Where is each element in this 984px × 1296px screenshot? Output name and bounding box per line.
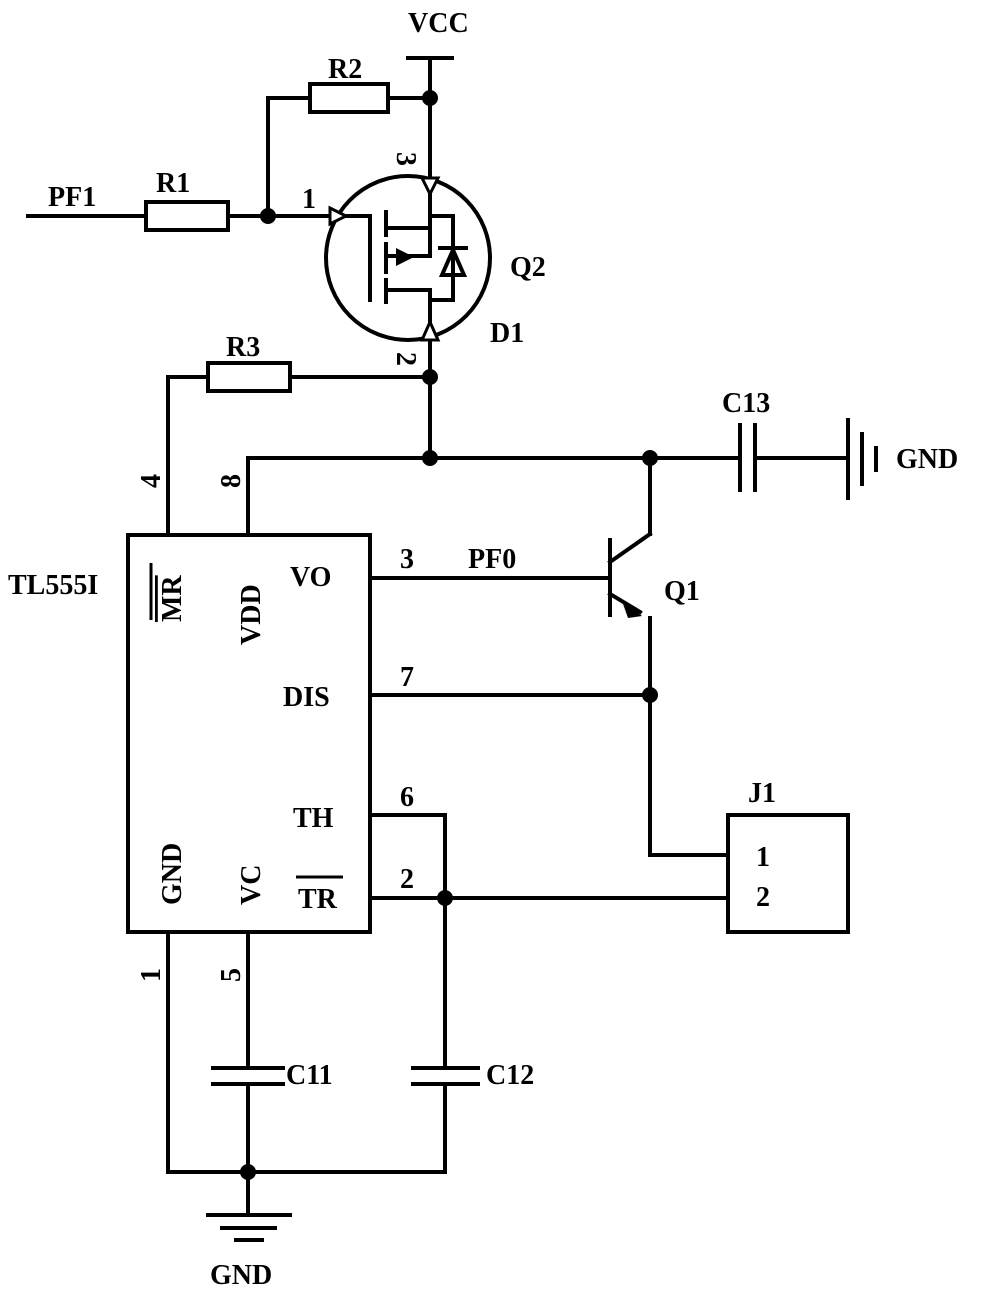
label-r3: R3 <box>226 332 260 363</box>
pin-num-dis: 7 <box>400 662 414 693</box>
label-d1: D1 <box>490 318 524 349</box>
pin-num-gnd: 1 <box>136 968 167 982</box>
pin-name-vo: VO <box>290 562 331 593</box>
emitter-arrow-icon <box>622 601 642 618</box>
label-c12: C12 <box>486 1060 534 1091</box>
pin-name-tr: TR <box>298 884 338 915</box>
pin-name-mr: MR <box>157 575 188 622</box>
body-diode-icon <box>438 245 468 277</box>
vcc-label: VCC <box>408 8 469 39</box>
resistor-r3 <box>206 361 292 393</box>
label-pf0: PF0 <box>468 544 516 575</box>
j1-pin-1: 1 <box>756 842 770 873</box>
label-q1: Q1 <box>664 576 700 607</box>
q2-pin-source: 3 <box>390 152 421 166</box>
ic-tl555i <box>126 533 372 934</box>
pin-num-th: 6 <box>400 782 414 813</box>
q2-pin-gate: 1 <box>302 184 316 215</box>
label-pf1: PF1 <box>48 182 96 213</box>
pin-num-vdd: 8 <box>216 474 247 488</box>
label-j1: J1 <box>748 778 776 809</box>
pin-num-vo: 3 <box>400 544 414 575</box>
label-r2: R2 <box>328 54 362 85</box>
pin-name-th: TH <box>293 803 334 834</box>
gate-arrow-icon <box>328 205 350 227</box>
mosfet-q2 <box>324 174 492 342</box>
pin-name-dis: DIS <box>283 682 330 713</box>
junctions <box>240 90 658 1180</box>
label-q2: Q2 <box>510 252 546 283</box>
resistor-r1 <box>144 200 230 232</box>
pin-num-tr: 2 <box>400 864 414 895</box>
source-arrow-icon <box>419 176 441 198</box>
label-c11: C11 <box>286 1060 333 1091</box>
pin-name-vdd: VDD <box>236 584 267 645</box>
connector-j1 <box>726 813 850 934</box>
pin-num-vc: 5 <box>216 968 247 982</box>
label-r1: R1 <box>156 168 190 199</box>
pin-name-gnd: GND <box>157 843 188 905</box>
resistor-r2 <box>308 82 390 114</box>
label-c13: C13 <box>722 388 770 419</box>
body-arrow-icon <box>396 248 414 266</box>
j1-pin-2: 2 <box>756 882 770 913</box>
q2-pin-drain: 2 <box>390 352 421 366</box>
drain-arrow-icon <box>419 318 441 342</box>
pin-name-vc: VC <box>236 865 267 905</box>
label-gnd-right: GND <box>896 444 958 475</box>
pin-num-mr: 4 <box>136 474 167 488</box>
wires <box>26 56 878 1242</box>
label-gnd-bottom: GND <box>210 1260 272 1291</box>
label-tl555i: TL555I <box>8 570 98 601</box>
